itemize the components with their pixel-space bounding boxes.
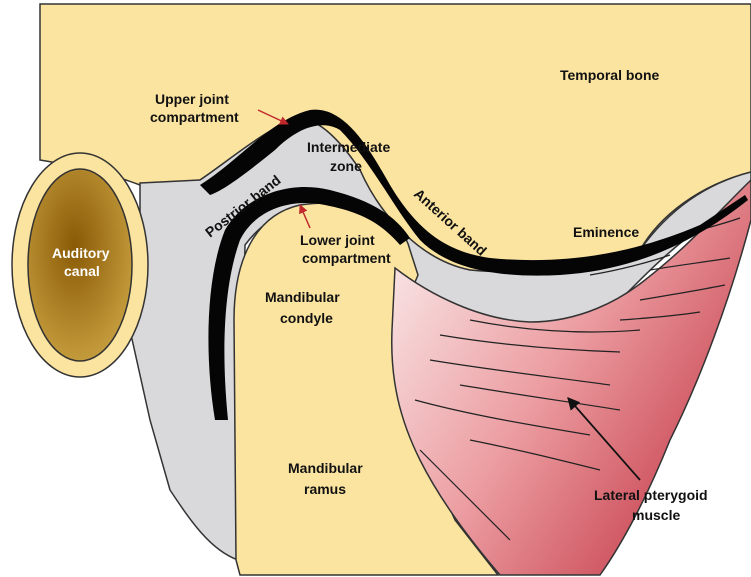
label-lower-joint-2: compartment (302, 250, 391, 266)
label-intermediate-2: zone (330, 158, 362, 174)
label-upper-joint-2: compartment (150, 109, 239, 125)
label-intermediate-1: Intermediate (307, 139, 390, 155)
label-ramus-1: Mandibular (288, 460, 363, 476)
label-auditory-2: canal (64, 263, 100, 279)
label-condyle-1: Mandibular (265, 289, 340, 305)
label-condyle-2: condyle (280, 310, 333, 326)
label-auditory-1: Auditory (52, 245, 110, 261)
label-lower-joint-1: Lower joint (300, 232, 375, 248)
label-temporal-bone: Temporal bone (560, 67, 660, 83)
label-pterygoid-1: Lateral pterygoid (594, 487, 708, 503)
label-ramus-2: ramus (304, 481, 346, 497)
label-pterygoid-2: muscle (632, 507, 680, 523)
label-eminence: Eminence (573, 224, 639, 240)
label-upper-joint-1: Upper joint (155, 91, 229, 107)
